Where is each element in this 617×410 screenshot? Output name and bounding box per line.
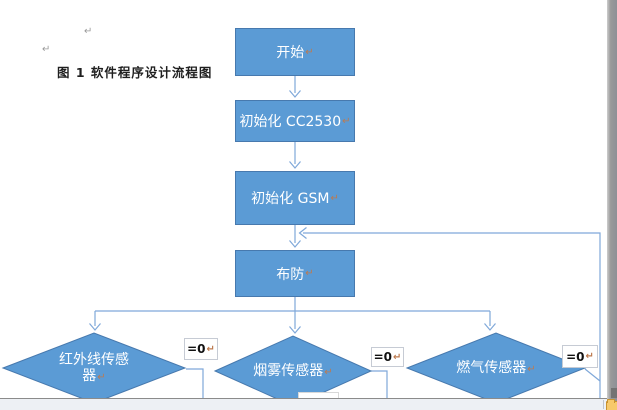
- diamond-infrared-sensor[interactable]: [1, 332, 187, 399]
- node-label: 开始: [276, 45, 305, 61]
- folder-icon[interactable]: [606, 399, 617, 410]
- node-label: 初始化 CC2530: [239, 114, 342, 130]
- condition-label-infrared[interactable]: =0↵: [184, 338, 218, 360]
- condition-label-smoke[interactable]: =0↵: [371, 347, 404, 367]
- paragraph-mark: ↵: [324, 367, 333, 378]
- paragraph-mark: ↵: [206, 343, 215, 355]
- arrowhead-down-icon: [484, 323, 496, 331]
- node-label: 布防: [276, 266, 305, 283]
- paragraph-mark: ↵: [84, 26, 93, 37]
- condition-text: =0: [566, 349, 585, 364]
- diamond-smoke-sensor[interactable]: [213, 335, 373, 399]
- condition-text: =0: [187, 342, 206, 356]
- arrowhead-down-icon: [89, 323, 101, 331]
- connector-gas-to-feedback[interactable]: [584, 368, 601, 382]
- node-label: 烟雾传感器: [253, 363, 324, 379]
- paragraph-mark: ↵: [330, 192, 339, 204]
- window-right-scrollbar[interactable]: [607, 0, 617, 410]
- paragraph-mark: ↵: [527, 364, 536, 375]
- arrowhead-down-icon: [289, 90, 301, 98]
- connector-feedback-right[interactable]: [303, 232, 601, 398]
- paragraph-mark: ↵: [393, 351, 402, 363]
- horizontal-scrollbar-area[interactable]: [0, 398, 607, 410]
- flowchart-graphics: [1, 76, 601, 399]
- node-label: 初始化 GSM: [251, 191, 330, 207]
- connector-arm-fanout[interactable]: [95, 297, 490, 312]
- diamond-label-smoke: 烟雾传感器↵: [223, 363, 363, 381]
- connector-smoke-branch[interactable]: [371, 370, 388, 398]
- document-canvas[interactable]: ↵ ↵ 图 1 软件程序设计流程图: [0, 0, 607, 399]
- connector-infrared-branch[interactable]: [186, 368, 204, 398]
- diamond-label-infrared: 红外线传感 器↵: [24, 352, 164, 386]
- flowchart-node-arm[interactable]: 布防↵: [235, 250, 355, 297]
- paragraph-mark: ↵: [42, 44, 51, 55]
- paragraph-mark: ↵: [342, 115, 351, 127]
- figure-caption-text: 图 1 软件程序设计流程图: [57, 65, 213, 80]
- diamond-label-gas: 燃气传感器↵: [426, 360, 566, 378]
- condition-text: =0: [373, 350, 392, 364]
- paragraph-mark: ↵: [305, 268, 314, 279]
- flowchart-node-init-gsm[interactable]: 初始化 GSM↵: [235, 171, 355, 225]
- figure-caption: 图 1 软件程序设计流程图: [57, 62, 212, 81]
- node-label: 器: [82, 368, 97, 384]
- decision-diamonds: [1, 332, 587, 399]
- node-label: 红外线传感: [59, 352, 129, 368]
- connector-lines[interactable]: [89, 76, 601, 398]
- clipped-shape-below[interactable]: [298, 392, 339, 399]
- flowchart-node-start[interactable]: 开始↵: [235, 28, 355, 76]
- condition-label-gas[interactable]: =0↵: [562, 345, 598, 368]
- bottom-bar-divider: [603, 400, 604, 409]
- paragraph-mark: ↵: [585, 351, 594, 362]
- flowchart-node-init-cc2530[interactable]: 初始化 CC2530↵: [235, 100, 355, 142]
- arrowhead-left-icon: [298, 227, 307, 239]
- scrollbar-bottom-segment[interactable]: [611, 388, 617, 398]
- diamond-gas-sensor[interactable]: [405, 332, 587, 399]
- arrowhead-down-icon: [289, 161, 301, 169]
- paragraph-mark: ↵: [97, 372, 106, 383]
- node-label: 燃气传感器: [456, 360, 527, 376]
- arrowhead-down-icon: [289, 326, 301, 334]
- arrowhead-down-icon: [289, 240, 301, 248]
- paragraph-mark: ↵: [305, 46, 314, 58]
